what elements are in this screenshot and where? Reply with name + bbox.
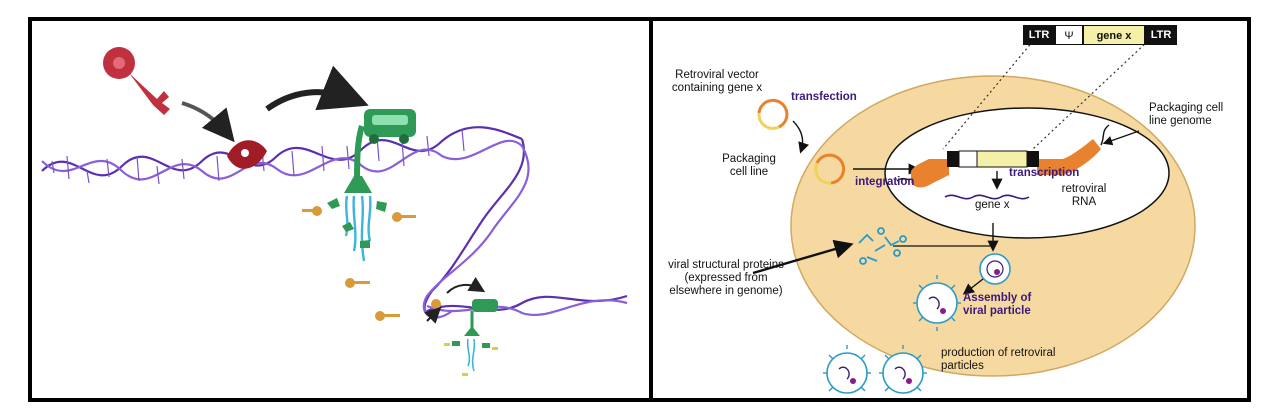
assembly-label: Assembly of viral particle (963, 292, 1032, 317)
ltr-right-box: LTR (1145, 25, 1177, 45)
retroviral-rna-label: retroviral RNA (1061, 183, 1107, 208)
crispr-illustration-panel (28, 17, 653, 402)
integrated-provirus (896, 124, 1110, 188)
virus-particle-icon (979, 253, 1011, 285)
small-enzyme-icon (424, 276, 498, 376)
packaging-genome-label: Packaging cell line genome (1149, 102, 1224, 127)
transcription-label: transcription (1009, 167, 1080, 179)
plasmid-icon (757, 98, 789, 130)
production-label: production of retroviral particles (941, 347, 1056, 372)
ltr-left-box: LTR (1023, 25, 1055, 45)
crispr-illustration (41, 47, 628, 376)
plasmid-icon-2 (814, 153, 846, 185)
gene-x-box: gene x (1083, 25, 1145, 45)
small-key-icons (302, 206, 416, 321)
retroviral-diagram (752, 40, 1196, 394)
gene-x-label: gene x (975, 199, 1010, 211)
integration-label: integration (855, 176, 915, 188)
viral-proteins-label: viral structural proteins (expressed fro… (668, 259, 784, 297)
rna-squiggle (944, 194, 1030, 200)
packaging-cell-line-label: Packaging cell line (722, 153, 776, 178)
nucleus (884, 107, 1170, 239)
curved-arrow-1 (181, 101, 235, 143)
retroviral-vector-panel: LTR Ψ gene x LTR Retroviral vector conta… (649, 17, 1251, 402)
curved-arrow-2 (265, 65, 369, 112)
red-key-icon (103, 47, 170, 115)
dna-helix (41, 126, 628, 319)
released-particle-icon-1 (823, 345, 871, 394)
viral-proteins-icon (858, 227, 907, 265)
red-cut-site-icon (227, 140, 267, 169)
transfection-label: transfection (791, 91, 857, 103)
green-enzyme-icon (327, 109, 416, 262)
psi-box: Ψ (1055, 25, 1083, 45)
released-particle-icon-2 (879, 345, 927, 394)
retroviral-vector-label: Retroviral vector containing gene x (671, 69, 763, 94)
budding-particle-icon (913, 275, 961, 331)
